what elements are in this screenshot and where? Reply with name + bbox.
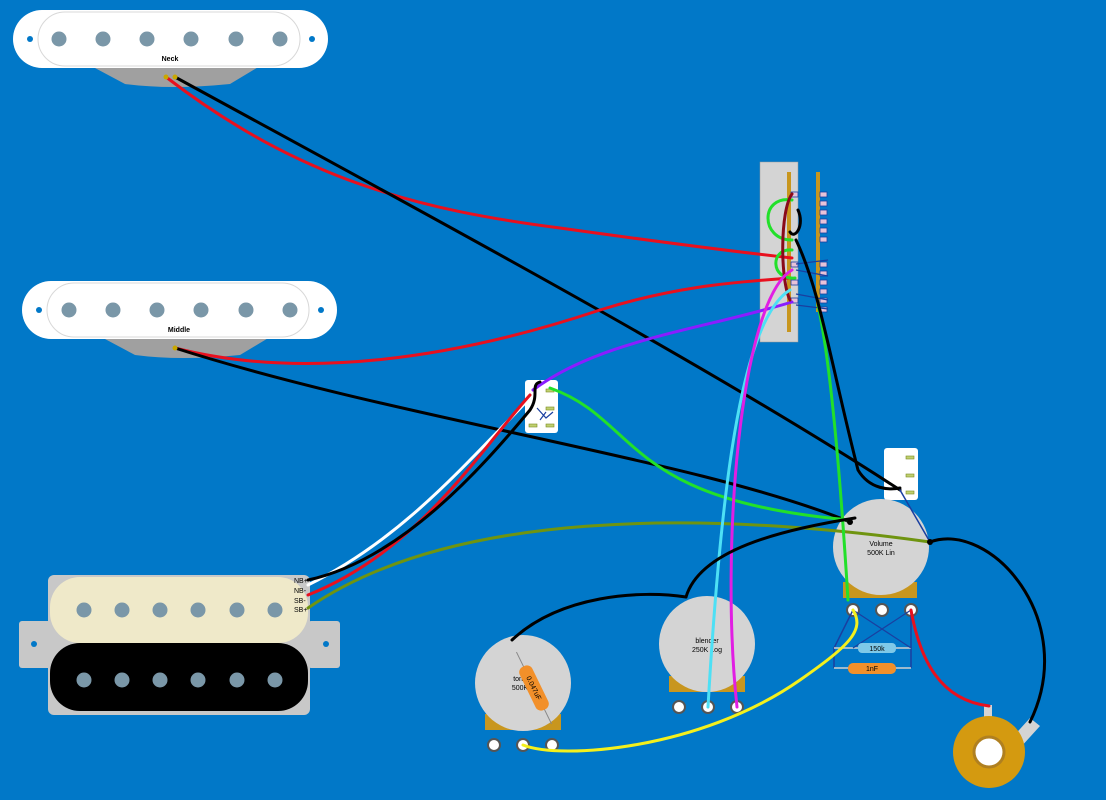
wire-green xyxy=(816,303,850,602)
middle-pickup-cover xyxy=(22,281,337,339)
solder-points xyxy=(163,74,933,545)
wire-black xyxy=(928,537,1046,724)
wire-green xyxy=(548,386,852,522)
volume-pot-value: 500K Lin xyxy=(867,550,895,557)
wire-magenta xyxy=(729,268,794,709)
pole-piece xyxy=(95,31,111,47)
blender-pot-value: 250K Log xyxy=(692,647,722,654)
pole-piece xyxy=(282,302,298,318)
terminal-label: NB+ xyxy=(294,578,308,585)
wire-black xyxy=(788,208,802,236)
wire-green xyxy=(774,248,797,280)
pole-piece xyxy=(193,302,209,318)
neck-pickup-cover xyxy=(13,10,328,68)
wire-red xyxy=(909,608,991,708)
middle-pickup: Middle xyxy=(22,281,337,358)
wire-black xyxy=(684,516,857,599)
resistor xyxy=(858,643,896,653)
wire-black xyxy=(306,380,542,582)
blender-pot-label: blender xyxy=(695,638,719,645)
wire-yellow xyxy=(521,608,859,753)
tone-capacitor: 0.047uF xyxy=(516,651,552,725)
wire-olive xyxy=(306,521,932,610)
wire-red xyxy=(306,393,532,597)
wires xyxy=(164,75,1046,753)
volume-pot-body xyxy=(833,499,929,595)
coil-split-switch xyxy=(525,380,558,433)
wire-purple xyxy=(531,300,794,392)
pole-piece xyxy=(228,31,244,47)
terminal-label: NB- xyxy=(294,588,307,595)
wire-red xyxy=(173,276,792,365)
capacitor-label: 1nF xyxy=(866,666,878,673)
pole-piece xyxy=(149,302,165,318)
switch-contact-strip xyxy=(816,172,820,312)
neck-pickup: Neck xyxy=(13,10,328,87)
wire-black xyxy=(173,346,852,524)
resistor-label: 150k xyxy=(869,646,885,653)
humbucker-pickup: NB+ NB- SB- SB+ xyxy=(19,575,340,715)
mini-switch-body xyxy=(884,448,918,500)
pole-piece xyxy=(105,302,121,318)
five-way-switch xyxy=(759,161,829,343)
wire-red xyxy=(164,75,794,260)
volume-pot-label: Volume xyxy=(869,541,892,548)
pole-piece xyxy=(183,31,199,47)
humbucker-bottom-coil xyxy=(50,643,308,711)
volume-pot: Volume 500K Lin xyxy=(833,499,929,617)
pot-lug xyxy=(672,700,686,714)
pole-piece xyxy=(139,31,155,47)
switch-contact-strip xyxy=(787,172,791,332)
tone-pot-label: tone xyxy=(513,676,527,683)
tone-pot-body xyxy=(475,635,571,731)
wire-black xyxy=(510,592,688,642)
wire-blue xyxy=(899,489,931,543)
terminal-label: SB+ xyxy=(294,607,307,614)
wire-black xyxy=(794,238,902,491)
tone-pot: tone 500K 0.047uF xyxy=(475,635,571,752)
pot-lug xyxy=(487,738,501,752)
pole-piece xyxy=(51,31,67,47)
capacitor xyxy=(848,663,896,674)
pole-piece xyxy=(238,302,254,318)
terminal-label: SB- xyxy=(294,598,306,605)
pot-lug xyxy=(875,603,889,617)
wire-cyan xyxy=(706,288,792,709)
pole-piece xyxy=(61,302,77,318)
wire-black xyxy=(173,75,902,492)
mini-switch-body xyxy=(525,380,558,433)
neck-pickup-label: Neck xyxy=(162,56,179,63)
switch-body xyxy=(759,161,799,343)
humbucker-top-coil xyxy=(50,577,308,643)
output-jack xyxy=(953,705,1040,788)
pole-piece xyxy=(272,31,288,47)
treble-bleed: 150k 1nF xyxy=(833,609,912,674)
series-parallel-switch xyxy=(884,448,918,500)
tone-pot-value: 500K xyxy=(512,685,529,692)
middle-pickup-label: Middle xyxy=(168,327,190,334)
